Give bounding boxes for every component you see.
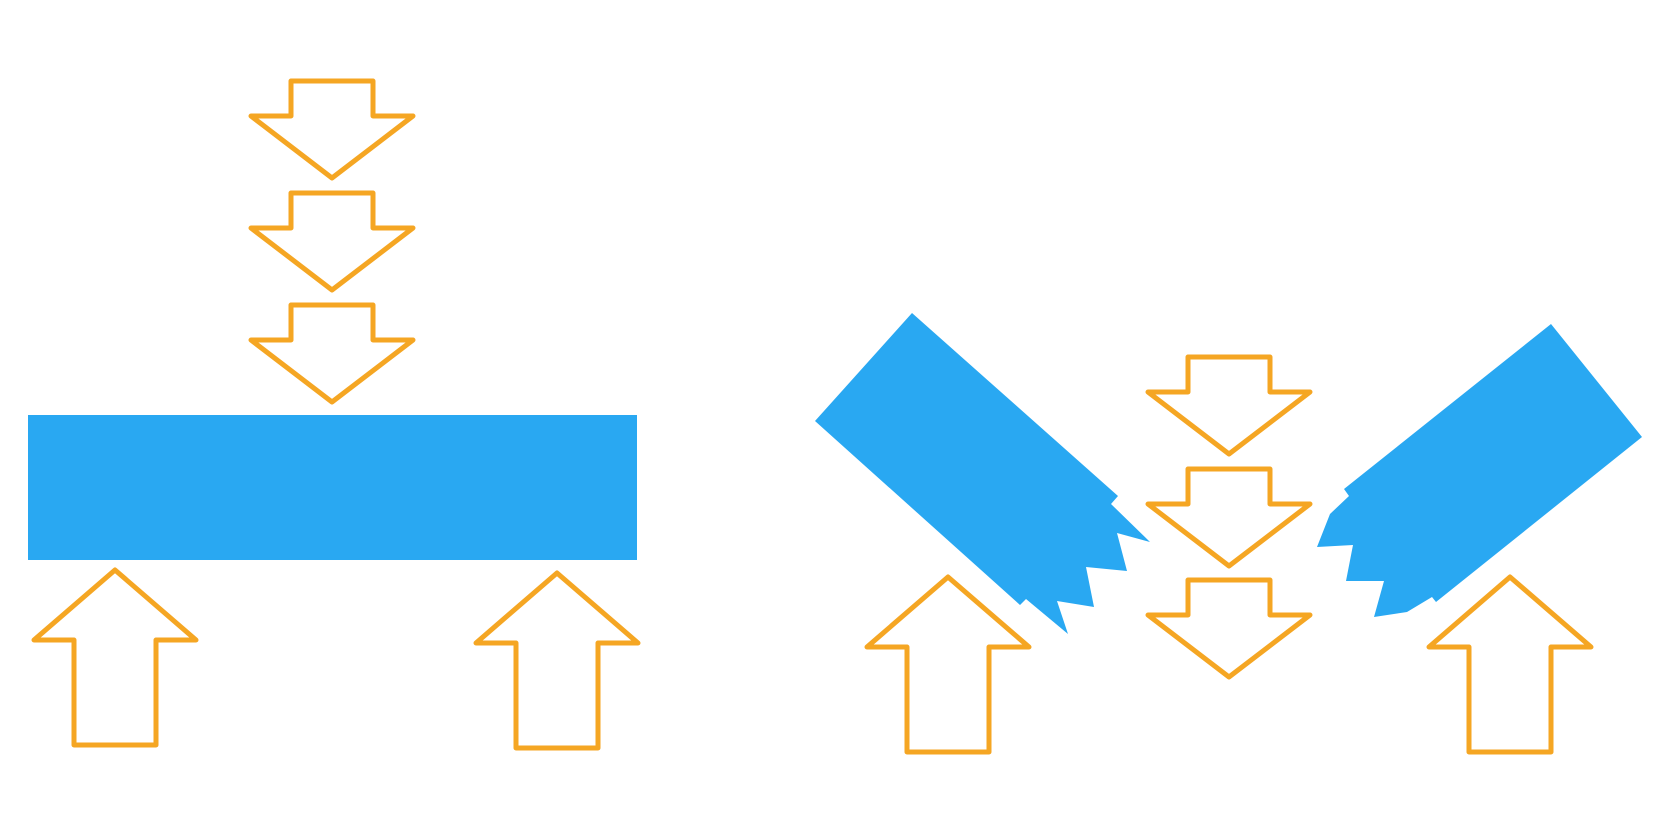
load-arrows-broken [1145,354,1313,680]
support-arrows-intact [31,567,641,751]
panel-broken [815,313,1642,755]
support-arrows-broken [864,574,1594,755]
load-arrow-down [1145,466,1313,569]
support-arrow-up [31,567,199,748]
panel-intact [28,78,641,751]
broken-beam-right-piece [1317,324,1642,617]
load-arrow-down [248,190,416,293]
intact-beam [28,415,637,560]
broken-beam-left-piece [815,313,1150,634]
load-arrow-down [1145,354,1313,457]
support-arrow-up [864,574,1032,755]
load-arrows-intact [248,78,416,405]
load-arrow-down [248,302,416,405]
support-arrow-up [473,570,641,751]
load-arrow-down [248,78,416,181]
load-arrow-down [1145,577,1313,680]
support-arrow-up [1426,574,1594,755]
